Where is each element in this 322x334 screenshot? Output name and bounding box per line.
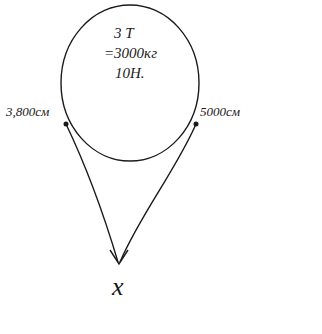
distance-label: 3,800см [6, 104, 49, 120]
right-point [194, 122, 199, 127]
left-line [66, 124, 118, 262]
circle-line [61, 5, 199, 161]
arrow-head [110, 250, 128, 264]
unknown-label: x [112, 272, 124, 302]
weight-note: 3 T [114, 24, 134, 42]
weight-note: 10Н. [115, 64, 145, 82]
distance-label: 5000см [200, 104, 240, 120]
weight-note: =3000кг [104, 44, 157, 62]
left-point [64, 122, 69, 127]
balloon-circle: 3 T =3000кг 10Н. [60, 4, 200, 162]
right-line [120, 124, 196, 262]
